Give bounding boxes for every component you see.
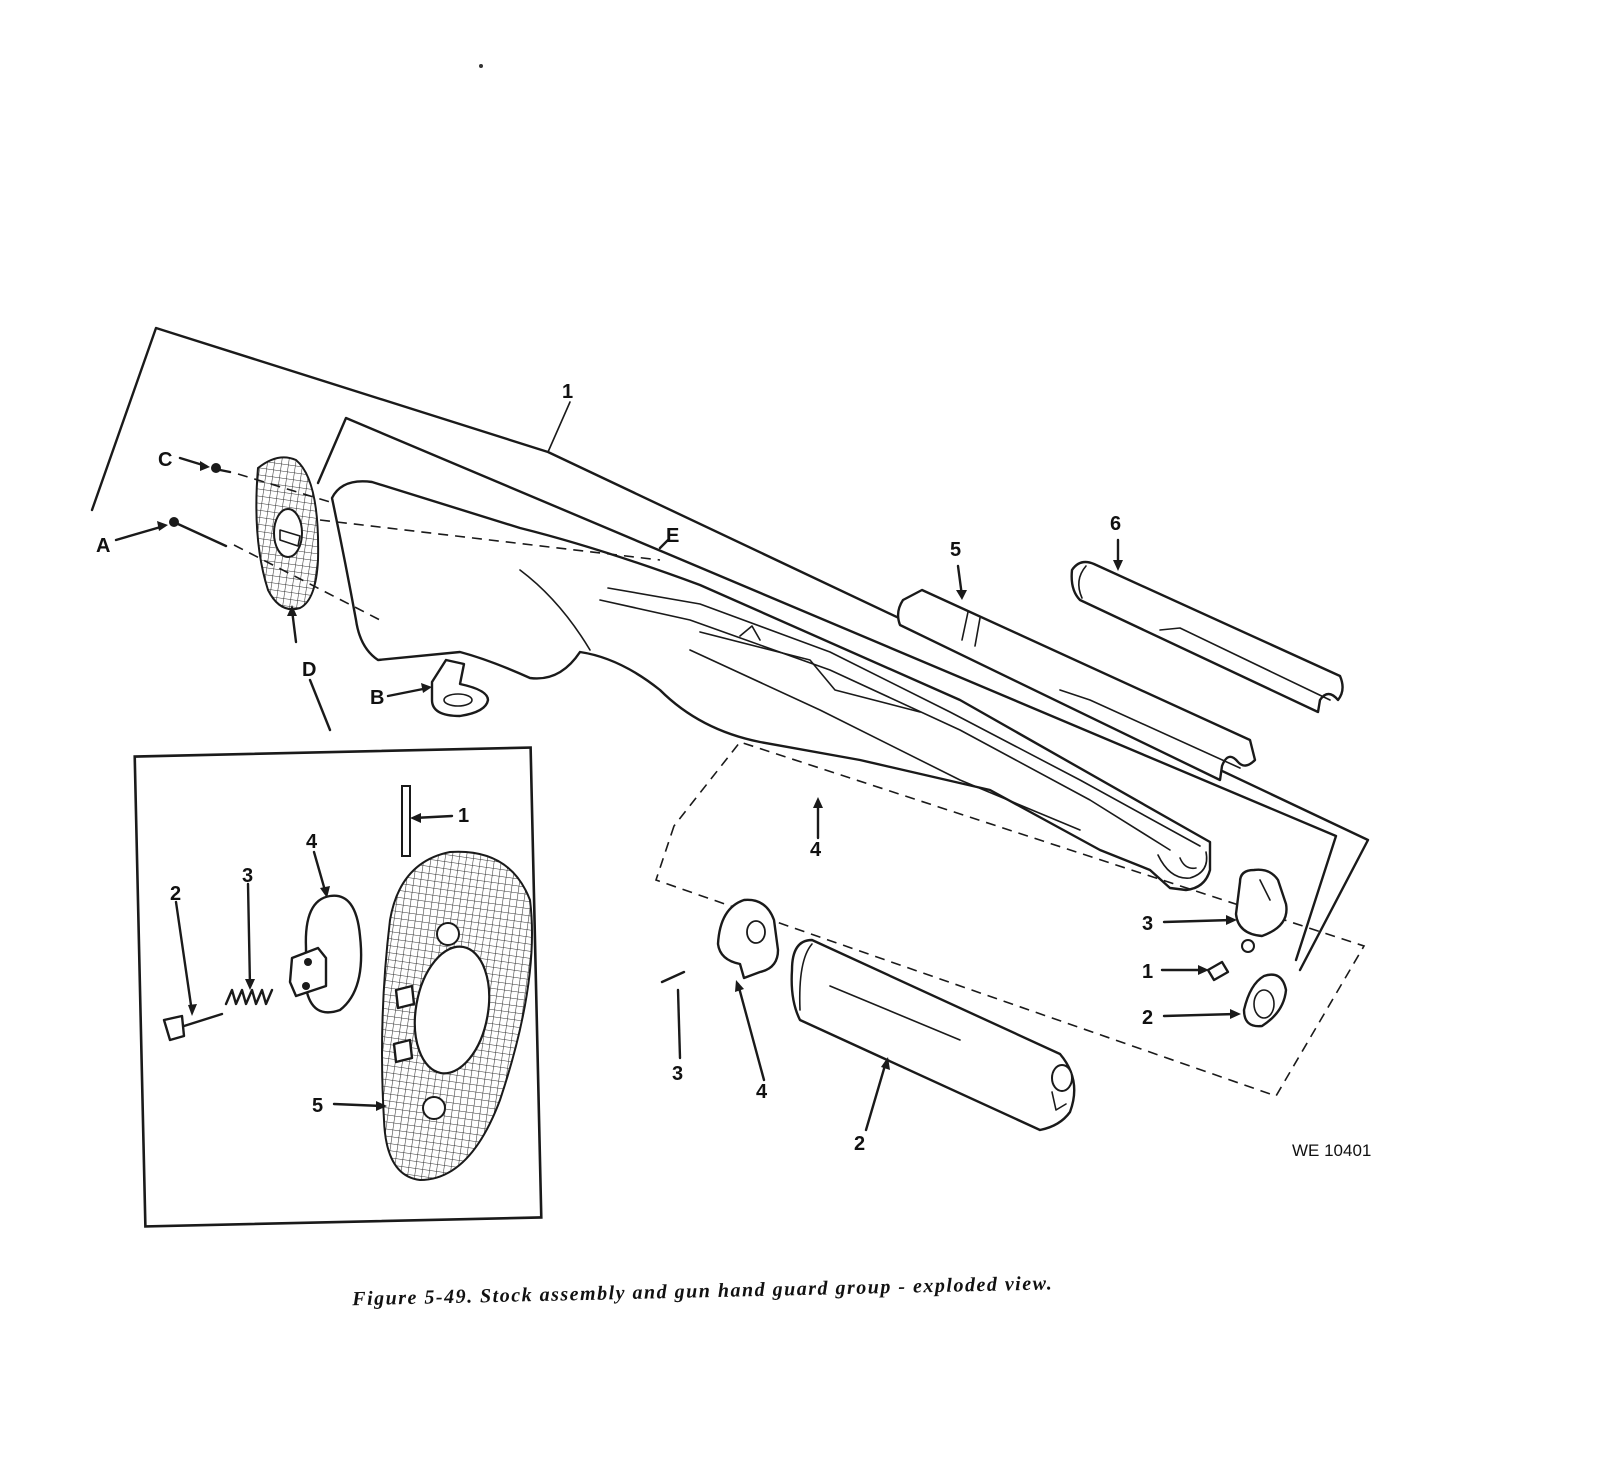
inset-label-3: 3: [242, 865, 253, 887]
inset-plate-4: [288, 894, 363, 1014]
arrow-4-ferrule: [736, 982, 766, 1082]
ferrule-4: [716, 898, 780, 980]
label-3-pin: 3: [672, 1063, 683, 1085]
figure-caption: Figure 5-49. Stock assembly and gun hand…: [351, 1272, 1053, 1310]
leader-1: [547, 401, 571, 453]
label-2-handguard: 2: [854, 1133, 865, 1155]
inner-bracket: [316, 416, 1338, 962]
label-D: D: [302, 659, 316, 681]
inset-label-4: 4: [306, 831, 318, 853]
inset-label-5: 5: [312, 1095, 323, 1117]
screw-C: [211, 463, 232, 474]
label-2-swivel: 2: [1142, 1007, 1153, 1029]
handguard-6: [1070, 560, 1344, 714]
arrow-2-swivel: [1162, 1012, 1238, 1018]
label-1-screw: 1: [1142, 961, 1153, 983]
arrow-A: [114, 524, 166, 542]
label-C: C: [158, 449, 172, 471]
label-B: B: [370, 687, 384, 709]
inset-label-2: 2: [170, 883, 181, 905]
leader-3-pin: [676, 988, 682, 1060]
label-4-ferrule: 4: [756, 1081, 768, 1103]
label-6-handguard: 6: [1110, 513, 1121, 535]
label-4-stock: 4: [810, 839, 822, 861]
swivel-B: [430, 658, 490, 718]
inset-plunger-2: [162, 1012, 224, 1042]
pin-3: [660, 970, 686, 984]
swivel-2: [1242, 973, 1288, 1028]
leader-E: [658, 538, 670, 550]
handguard-group-box: [654, 741, 1366, 1097]
arrow-B: [386, 686, 430, 698]
inset-arrow-4: [312, 850, 328, 896]
inset-pin-1: [401, 785, 411, 857]
lower-band: [1234, 868, 1288, 953]
inset-arrow-3: [246, 882, 252, 988]
label-A: A: [96, 535, 110, 557]
label-5-handguard: 5: [950, 539, 961, 561]
inset-label-1: 1: [458, 805, 469, 827]
arrow-3-band: [1162, 918, 1234, 924]
handguard-5: [896, 588, 1257, 782]
label-3-band: 3: [1142, 913, 1153, 935]
inset-arrow-2: [174, 900, 194, 1014]
inset-buttplate-5: [381, 850, 533, 1182]
screw-A: [169, 517, 228, 548]
alignment-A: [233, 544, 381, 621]
label-E: E: [666, 525, 679, 547]
arrow-2-handguard: [864, 1060, 888, 1132]
reference-number: WE 10401: [1292, 1141, 1371, 1160]
leader-D-inset: [308, 678, 332, 732]
speck: [479, 64, 483, 68]
inset-spring-3: [224, 988, 274, 1006]
band-screw: [1206, 960, 1230, 982]
buttplate-assembled: [255, 456, 320, 611]
label-1-stock-group: 1: [562, 381, 573, 403]
hand-guard-2: [790, 938, 1076, 1132]
alignment-E: [319, 519, 661, 561]
inset-arrow-5: [332, 1102, 384, 1108]
